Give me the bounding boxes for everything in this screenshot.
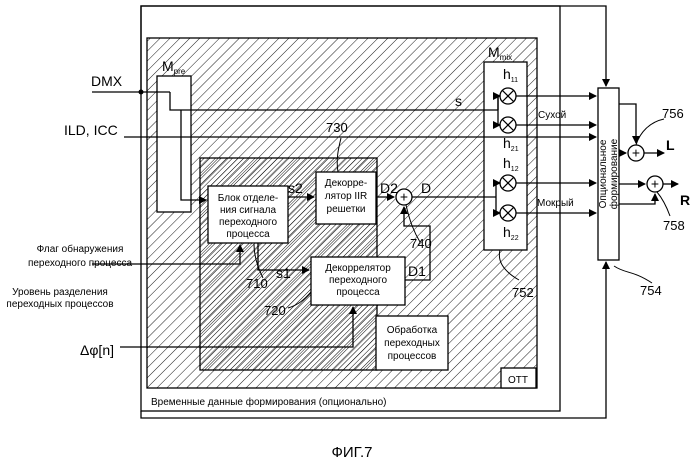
ild-icc-label: ILD, ICC — [64, 122, 118, 138]
separation-block-line-1: Блок отделе- — [218, 193, 279, 204]
ref-720: 720 — [264, 303, 286, 318]
wet-label: Мокрый — [537, 198, 574, 209]
adder-758-plus: + — [651, 176, 659, 192]
signal-d1: D1 — [408, 263, 426, 279]
delta-phi-label: Δφ[n] — [80, 342, 114, 358]
transient-decorrelator-line-1: Декоррелятор — [325, 263, 391, 274]
multiplier-h12 — [500, 175, 516, 191]
adder-740: + — [396, 189, 412, 206]
signal-s1: s1 — [276, 265, 291, 281]
adder-740-plus: + — [400, 189, 408, 205]
transient-flag-label-2: переходного процесса — [28, 258, 133, 269]
multiplier-h22 — [500, 205, 516, 221]
transient-processing-line-3: процессов — [388, 351, 437, 362]
output-r: R — [680, 192, 690, 208]
transient-flag-label-1: Флаг обнаружения — [37, 243, 124, 255]
adder-756: + — [628, 145, 644, 162]
separation-block-line-2: ния сигнала — [220, 205, 276, 216]
dmx-label: DMX — [91, 73, 123, 89]
separation-block-line-3: переходного — [219, 217, 277, 228]
multiplier-h11 — [500, 88, 516, 104]
optional-shaping-line-2: формирование — [608, 138, 620, 209]
figure-caption: ФИГ.7 — [332, 444, 373, 461]
transient-processing-line-1: Обработка — [387, 324, 438, 336]
ref-756: 756 — [662, 106, 684, 121]
separation-block-line-4: процесса — [226, 229, 270, 240]
separation-level-label-1: Уровень разделения — [12, 287, 108, 298]
signal-d: D — [421, 180, 431, 196]
multiplier-h21 — [500, 117, 516, 133]
iir-block-line-2: лятор IIR — [325, 191, 367, 202]
m-pre-box — [157, 76, 191, 212]
separation-level-label-2: переходных процессов — [6, 299, 113, 310]
footer-label: Временные данные формирования (опциональ… — [151, 396, 387, 408]
optional-shaping-text: Опциональное формирование — [598, 138, 620, 209]
optional-shaping-line-1: Опциональное — [598, 139, 609, 208]
ref-710: 710 — [246, 276, 268, 291]
signal-s: s — [455, 93, 462, 109]
signal-d2: D2 — [380, 180, 398, 196]
ref-730: 730 — [326, 120, 348, 135]
transient-decorrelator-line-3: процесса — [336, 287, 380, 298]
transient-decorrelator-line-2: переходного — [329, 275, 387, 286]
adder-758: + — [647, 176, 663, 193]
output-l: L — [666, 137, 675, 153]
ref-752: 752 — [512, 285, 534, 300]
iir-block-line-1: Декорре- — [325, 178, 367, 189]
dry-label: Сухой — [538, 110, 566, 121]
iir-block-line-3: решетки — [327, 204, 366, 215]
transient-processing-line-2: переходных — [384, 338, 440, 349]
ref-758: 758 — [663, 218, 685, 233]
adder-756-plus: + — [632, 145, 640, 161]
ref-740: 740 — [410, 236, 432, 251]
ott-label: OTT — [508, 375, 528, 386]
ref-754: 754 — [640, 283, 662, 298]
signal-s2: s2 — [288, 180, 303, 196]
